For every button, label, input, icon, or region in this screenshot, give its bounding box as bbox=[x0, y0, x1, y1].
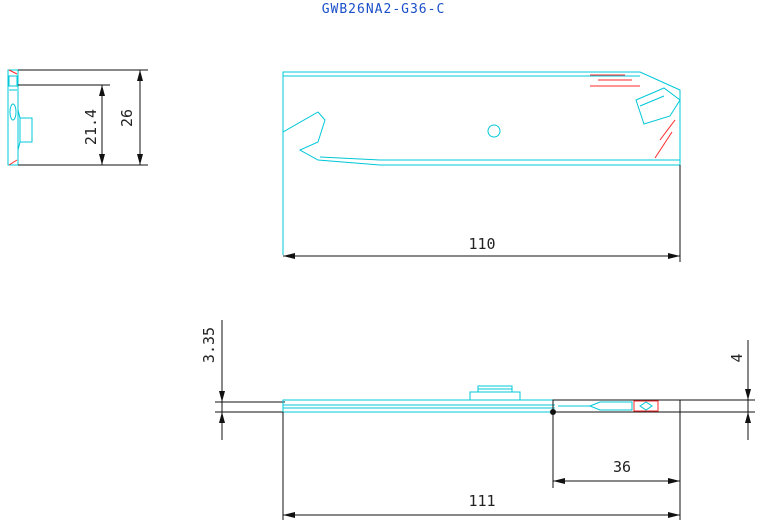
front-view: 3.35 4 36 111 bbox=[200, 320, 755, 520]
dim-label-36: 36 bbox=[613, 458, 631, 476]
front-view-clamp bbox=[469, 391, 521, 401]
dim-label-111: 111 bbox=[468, 492, 495, 510]
dim-label-21-4: 21.4 bbox=[82, 109, 100, 145]
drawing-title: GWB26NA2-G36-C bbox=[321, 2, 446, 17]
top-view-outline bbox=[282, 71, 681, 166]
side-view-clamp bbox=[19, 117, 33, 143]
top-view: 110 bbox=[282, 71, 681, 262]
front-view-insert bbox=[552, 399, 681, 413]
side-view-body bbox=[7, 69, 19, 166]
dim-label-26: 26 bbox=[118, 109, 136, 127]
side-view: 21.4 26 bbox=[7, 69, 148, 166]
dim-label-110: 110 bbox=[468, 235, 495, 253]
dim-label-4: 4 bbox=[728, 353, 746, 362]
dim-label-3-35: 3.35 bbox=[200, 327, 218, 363]
top-view-hole bbox=[487, 124, 501, 138]
side-view-insert bbox=[8, 75, 18, 87]
top-view-insert bbox=[635, 87, 681, 125]
